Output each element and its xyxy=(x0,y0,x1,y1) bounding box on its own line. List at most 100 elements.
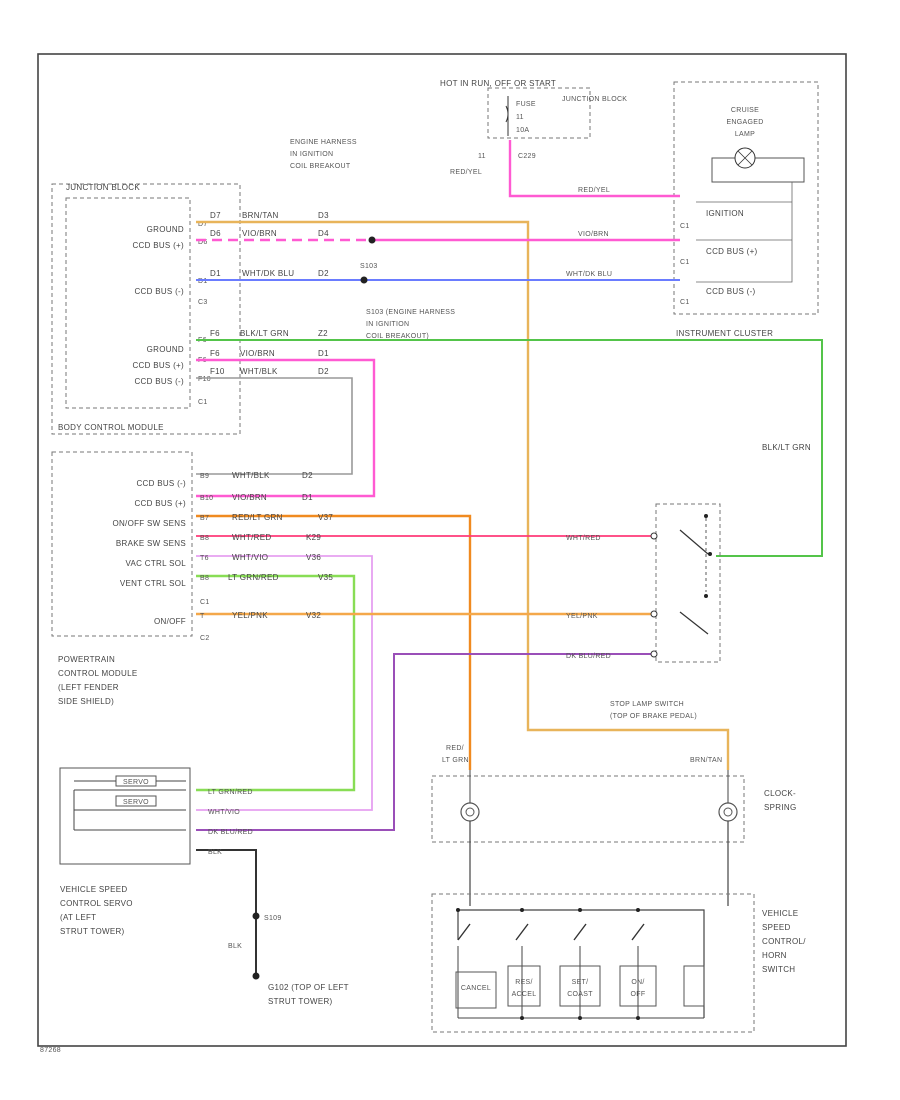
wire-code: D1 xyxy=(302,493,313,502)
pin-code: D6 xyxy=(210,229,221,238)
pcm-pin-label: BRAKE SW SENS xyxy=(116,539,186,548)
clockspring-wire: RED/ xyxy=(446,745,464,752)
jb-pin-label: CCD BUS (+) xyxy=(132,361,184,370)
wire-wht-blk xyxy=(196,377,353,475)
switch-title: CONTROL/ xyxy=(762,937,806,946)
wire-label: BLK/LT GRN xyxy=(762,443,811,452)
servo-title: CONTROL SERVO xyxy=(60,899,133,908)
wire-dk-blu-red xyxy=(196,653,652,831)
junction-block-title: JUNCTION BLOCK xyxy=(66,183,140,192)
pcm-wire-labels: B9 WHT/BLK D2 B10 VIO/BRN D1 B7 RED/LT G… xyxy=(200,471,333,620)
switch-button: RES/ xyxy=(515,979,533,986)
wire-code: D1 xyxy=(318,349,329,358)
jb-pin: F10 xyxy=(198,376,211,383)
cluster-pin-label: CCD BUS (+) xyxy=(706,247,758,256)
pin-code: F6 xyxy=(210,329,220,338)
splice-dot xyxy=(360,276,368,284)
wire-label: WHT/DK BLU xyxy=(566,271,612,278)
wire-code: V37 xyxy=(318,513,333,522)
wire-label: WHT/BLK xyxy=(240,367,278,376)
switch-button: ON/ xyxy=(631,979,644,986)
cluster-pin-label: IGNITION xyxy=(706,209,744,218)
wire-label: VIO/BRN xyxy=(578,231,609,238)
hot-pin: 11 xyxy=(478,153,486,160)
clockspring-coil xyxy=(718,802,738,822)
servo-title: STRUT TOWER) xyxy=(60,927,125,936)
servo-title: (AT LEFT xyxy=(60,913,96,922)
servo-wire: DK BLU/RED xyxy=(208,829,253,836)
wire-brn-tan xyxy=(196,220,730,770)
junction-block: JUNCTION BLOCK BODY CONTROL MODULE GROUN… xyxy=(51,183,241,435)
jb-connector: C1 xyxy=(198,399,208,406)
pcm-title: SIDE SHIELD) xyxy=(58,697,114,706)
wire-label: DK BLU/RED xyxy=(566,653,611,660)
cluster-connector: C1 xyxy=(680,259,690,266)
pcm-pin-label: ON/OFF xyxy=(154,617,186,626)
instrument-cluster: CRUISE ENGAGED LAMP IGNITION CCD BUS (+)… xyxy=(673,81,819,338)
wire-code: D4 xyxy=(318,229,329,238)
switch-title: SPEED xyxy=(762,923,791,932)
clockspring-title: CLOCK- xyxy=(764,789,796,798)
wire-code: D3 xyxy=(318,211,329,220)
wire-code: Z2 xyxy=(318,329,328,338)
pcm-title: POWERTRAIN xyxy=(58,655,115,664)
pcm-pin-label: ON/OFF SW SENS xyxy=(112,519,186,528)
switch-button: CANCEL xyxy=(461,985,491,992)
pin-code: T6 xyxy=(200,555,209,562)
splice-label: IN IGNITION xyxy=(290,151,333,158)
pcm-pin-label: CCD BUS (-) xyxy=(136,479,186,488)
ground-dot xyxy=(252,972,260,980)
wire-label: RED/YEL xyxy=(578,187,610,194)
wire-lt-grn-red xyxy=(196,574,356,792)
lamp-label: ENGAGED xyxy=(726,119,763,126)
splice-label: COIL BREAKOUT xyxy=(290,163,351,170)
lamp-label: LAMP xyxy=(735,131,755,138)
pin-code: T xyxy=(200,613,205,620)
wire-label: WHT/RED xyxy=(232,533,271,542)
splice-label: ENGINE HARNESS xyxy=(290,139,357,146)
wire-label: WHT/DK BLU xyxy=(242,269,294,278)
switch-title: VEHICLE xyxy=(762,909,798,918)
wire-label: BRN/TAN xyxy=(242,211,279,220)
pin-code: B10 xyxy=(200,495,213,502)
servo-title: VEHICLE SPEED xyxy=(60,885,127,894)
splice-dot xyxy=(368,236,376,244)
wire-label: YEL/PNK xyxy=(232,611,268,620)
pin-code: B8 xyxy=(200,535,209,542)
pcm-pin-label: CCD BUS (+) xyxy=(134,499,186,508)
pcm-module: CCD BUS (-) CCD BUS (+) ON/OFF SW SENS B… xyxy=(51,451,209,706)
wire-code: D2 xyxy=(318,269,329,278)
clockspring-wire: LT GRN xyxy=(442,757,469,764)
servo-wire: WHT/VIO xyxy=(208,809,240,816)
wire-label: WHT/BLK xyxy=(232,471,270,480)
wire-blk-lt-grn xyxy=(196,339,823,557)
wire-label: YEL/PNK xyxy=(566,613,598,620)
splice-id: S109 xyxy=(264,915,282,922)
wire-code: V32 xyxy=(306,611,321,620)
jb-pin-label: CCD BUS (+) xyxy=(132,241,184,250)
stop-lamp-label: STOP LAMP SWITCH xyxy=(610,701,684,708)
clockspring-title: SPRING xyxy=(764,803,796,812)
ground-label: STRUT TOWER) xyxy=(268,997,333,1006)
wire-label: BLK xyxy=(228,943,242,950)
wire-label: RED/LT GRN xyxy=(232,513,283,522)
fuse-line: 10A xyxy=(516,127,529,134)
cluster-connector: C1 xyxy=(680,223,690,230)
clockspring-coil xyxy=(460,802,480,822)
hot-wire-label: RED/YEL xyxy=(450,169,482,176)
wire-label: BLK/LT GRN xyxy=(240,329,289,338)
fuse-box: HOT IN RUN, OFF OR START FUSE 11 10A JUN… xyxy=(440,79,627,176)
hot-box-title: HOT IN RUN, OFF OR START xyxy=(440,79,556,88)
clockspring: RED/ LT GRN BRN/TAN CLOCK- SPRING xyxy=(431,745,796,906)
junction-block-label: JUNCTION BLOCK xyxy=(562,96,627,103)
wire-label: VIO/BRN xyxy=(232,493,267,502)
fuse-line: FUSE xyxy=(516,101,536,108)
pcm-title: CONTROL MODULE xyxy=(58,669,137,678)
splice-label: IN IGNITION xyxy=(366,321,409,328)
wire-code: V36 xyxy=(306,553,321,562)
wire-code: D2 xyxy=(318,367,329,376)
splice-dot xyxy=(252,912,260,920)
wire-blk-ground xyxy=(196,849,257,976)
wire-label: VIO/BRN xyxy=(242,229,277,238)
